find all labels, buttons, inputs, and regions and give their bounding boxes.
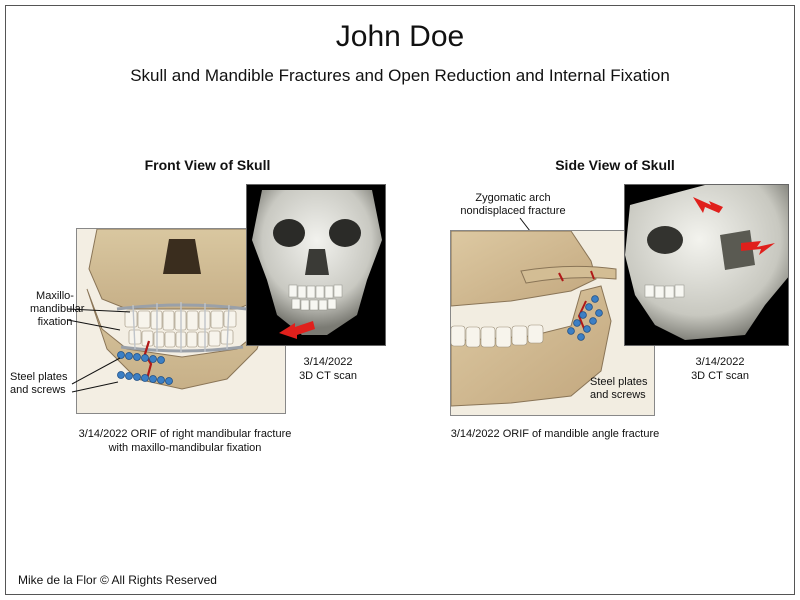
page-subtitle: Skull and Mandible Fractures and Open Re… (130, 66, 670, 85)
maxillo-label-line1: Maxillo- (36, 290, 74, 302)
side-ct-caption-date: 3/14/2022 (695, 356, 745, 368)
side-ct-caption-type: 3D CT scan (691, 370, 749, 382)
side-skull-drawing (451, 231, 654, 415)
front-ct-image (247, 185, 385, 345)
zygomatic-label-line2: nondisplaced fracture (460, 205, 566, 217)
front-ct-scan (246, 184, 386, 346)
side-ct-image (625, 185, 788, 345)
side-caption: 3/14/2022 ORIF of mandible angle fractur… (430, 427, 680, 441)
side-plates-label: Steel plates and screws (590, 376, 660, 402)
side-ct-caption: 3/14/2022 3D CT scan (660, 355, 780, 383)
side-plates-label-line1: Steel plates (590, 376, 648, 388)
front-view-heading: Front View of Skull (144, 157, 271, 173)
maxillo-label-line2: mandibular (30, 303, 85, 315)
front-plates-label: Steel plates and screws (10, 371, 72, 397)
front-caption: 3/14/2022 ORIF of right mandibular fract… (55, 427, 315, 455)
front-caption-line1: 3/14/2022 ORIF of right mandibular fract… (78, 428, 292, 440)
side-view-heading: Side View of Skull (555, 157, 675, 173)
page-title: John Doe (335, 20, 465, 53)
side-plates-label-line2: and screws (590, 389, 646, 401)
zygomatic-label-line1: Zygomatic arch (475, 192, 551, 204)
front-ct-caption: 3/14/2022 3D CT scan (268, 355, 388, 383)
maxillo-label: Maxillo- mandibular fixation (30, 290, 85, 329)
zygomatic-label: Zygomatic arch nondisplaced fracture (458, 192, 568, 218)
front-plates-label-line1: Steel plates (10, 371, 68, 383)
front-ct-caption-type: 3D CT scan (299, 370, 357, 382)
front-ct-caption-date: 3/14/2022 (303, 356, 353, 368)
side-caption-line1: 3/14/2022 ORIF of mandible angle fractur… (450, 428, 660, 440)
side-illustration (450, 230, 655, 416)
front-caption-line2: with maxillo-mandibular fixation (108, 442, 262, 454)
front-plates-label-line2: and screws (10, 384, 66, 396)
copyright-credit: Mike de la Flor © All Rights Reserved (18, 573, 217, 587)
maxillo-label-line3: fixation (37, 316, 73, 328)
side-ct-scan (624, 184, 789, 346)
